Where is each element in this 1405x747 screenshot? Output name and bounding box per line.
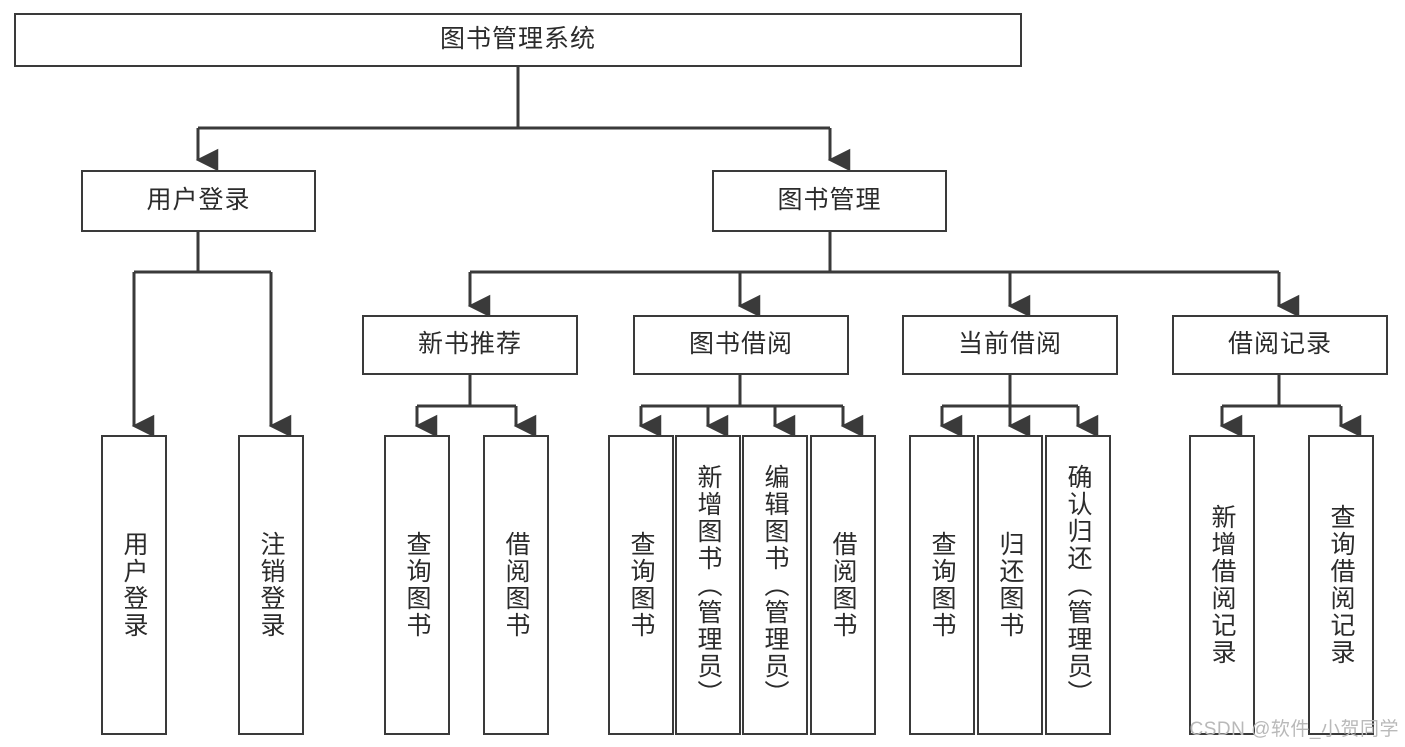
node-label: 查询借阅记录 bbox=[1327, 504, 1355, 666]
node-label: 归还图书 bbox=[996, 531, 1024, 639]
node-label: 用户登录 bbox=[120, 531, 148, 639]
node-label: 注销登录 bbox=[257, 531, 285, 639]
node-root-book-management-system[interactable]: 图书管理系统 bbox=[14, 13, 1022, 67]
leaf-add-borrow-record[interactable]: 新增借阅记录 bbox=[1189, 435, 1255, 735]
node-label: 用户登录 bbox=[146, 186, 251, 215]
leaf-add-book-admin[interactable]: 新增图书（管理员） bbox=[675, 435, 741, 735]
leaf-borrow-book-recommend[interactable]: 借阅图书 bbox=[483, 435, 549, 735]
leaf-query-borrow-record[interactable]: 查询借阅记录 bbox=[1308, 435, 1374, 735]
node-label: 借阅记录 bbox=[1227, 330, 1332, 359]
node-label: 图书管理系统 bbox=[439, 25, 596, 54]
leaf-borrow-book-borrow[interactable]: 借阅图书 bbox=[810, 435, 876, 735]
node-label: 查询图书 bbox=[928, 531, 956, 639]
leaf-user-login[interactable]: 用户登录 bbox=[101, 435, 167, 735]
node-label: 新增图书（管理员） bbox=[694, 463, 722, 707]
leaf-logout-login[interactable]: 注销登录 bbox=[238, 435, 304, 735]
leaf-return-book[interactable]: 归还图书 bbox=[977, 435, 1043, 735]
node-label: 借阅图书 bbox=[829, 531, 857, 639]
node-label: 图书借阅 bbox=[688, 330, 793, 359]
node-borrow-record[interactable]: 借阅记录 bbox=[1172, 315, 1388, 375]
leaf-query-book-recommend[interactable]: 查询图书 bbox=[384, 435, 450, 735]
node-new-book-recommend[interactable]: 新书推荐 bbox=[362, 315, 578, 375]
leaf-edit-book-admin[interactable]: 编辑图书（管理员） bbox=[742, 435, 808, 735]
node-book-management[interactable]: 图书管理 bbox=[712, 170, 947, 232]
node-label: 查询图书 bbox=[627, 531, 655, 639]
node-book-borrow[interactable]: 图书借阅 bbox=[633, 315, 849, 375]
node-label: 确认归还（管理员） bbox=[1064, 463, 1092, 707]
leaf-query-book-borrow[interactable]: 查询图书 bbox=[608, 435, 674, 735]
leaf-confirm-return-admin[interactable]: 确认归还（管理员） bbox=[1045, 435, 1111, 735]
node-label: 新增借阅记录 bbox=[1208, 504, 1236, 666]
node-label: 当前借阅 bbox=[957, 330, 1062, 359]
csdn-watermark: CSDN @软件_小贺同学 bbox=[1189, 719, 1399, 740]
node-label: 编辑图书（管理员） bbox=[761, 463, 789, 707]
node-user-login[interactable]: 用户登录 bbox=[81, 170, 316, 232]
leaf-query-book-current[interactable]: 查询图书 bbox=[909, 435, 975, 735]
node-label: 查询图书 bbox=[403, 531, 431, 639]
node-label: 图书管理 bbox=[777, 186, 882, 215]
node-current-borrow[interactable]: 当前借阅 bbox=[902, 315, 1118, 375]
node-label: 借阅图书 bbox=[502, 531, 530, 639]
node-label: 新书推荐 bbox=[417, 330, 522, 359]
